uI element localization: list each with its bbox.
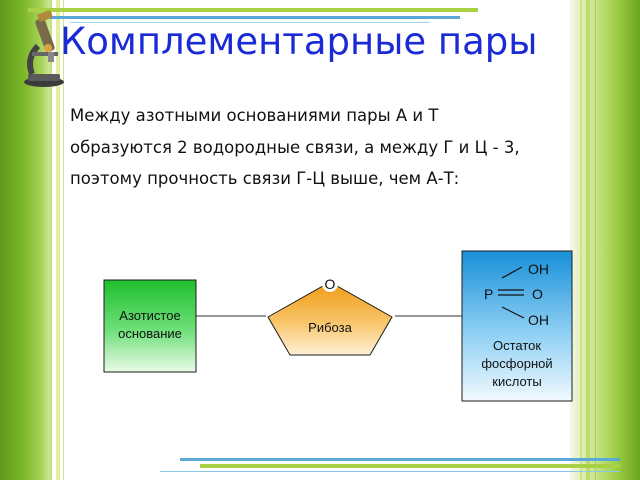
ribose-oxygen-gap — [322, 276, 338, 292]
ribose-label: Рибоза — [308, 320, 352, 335]
decor-vline — [595, 0, 596, 480]
decor-top-line — [70, 22, 430, 23]
phosphate-label-line2: фосфорной — [481, 356, 552, 371]
phosphate-o: O — [532, 286, 543, 302]
decor-top-line — [40, 16, 460, 19]
decor-bottom-line — [160, 471, 620, 472]
base-label-line1: Азотистое — [119, 308, 180, 323]
body-text-line: Между азотными основаниями пары А и Т — [70, 106, 439, 125]
phosphate-oh-bottom: OH — [528, 312, 549, 328]
decor-vline — [50, 0, 52, 480]
phosphate-p: P — [484, 286, 493, 302]
base-label-line2: основание — [118, 326, 182, 341]
ribose-pentagon — [267, 281, 393, 356]
ribose-oxygen-label: O — [325, 276, 336, 292]
slide-title: Комплементарные пары — [60, 20, 538, 63]
decor-bottom-line — [180, 458, 620, 461]
body-text-line: поэтому прочность связи Г-Ц выше, чем А-… — [70, 169, 460, 188]
phosphate-label-line1: Остаток — [493, 338, 541, 353]
nitrogenous-base-box — [103, 279, 197, 373]
decor-vline — [580, 0, 582, 480]
decor-vline — [56, 0, 60, 480]
phosphate-box — [461, 250, 573, 402]
decor-top-line — [28, 8, 478, 12]
body-text-line: образуются 2 водородные связи, а между Г… — [70, 138, 520, 157]
phosphate-bond-bottom — [501, 306, 525, 319]
phosphate-bond-top — [501, 266, 523, 279]
nucleotide-diagram: Азотистое основание O Рибоза OH P O OH О… — [103, 250, 573, 402]
decor-bottom-line — [200, 464, 620, 468]
phosphate-label-line3: кислоты — [492, 374, 541, 389]
microscope-icon — [24, 10, 64, 87]
decor-vline — [586, 0, 590, 480]
phosphate-oh-top: OH — [528, 261, 549, 277]
decor-vline — [63, 0, 64, 480]
